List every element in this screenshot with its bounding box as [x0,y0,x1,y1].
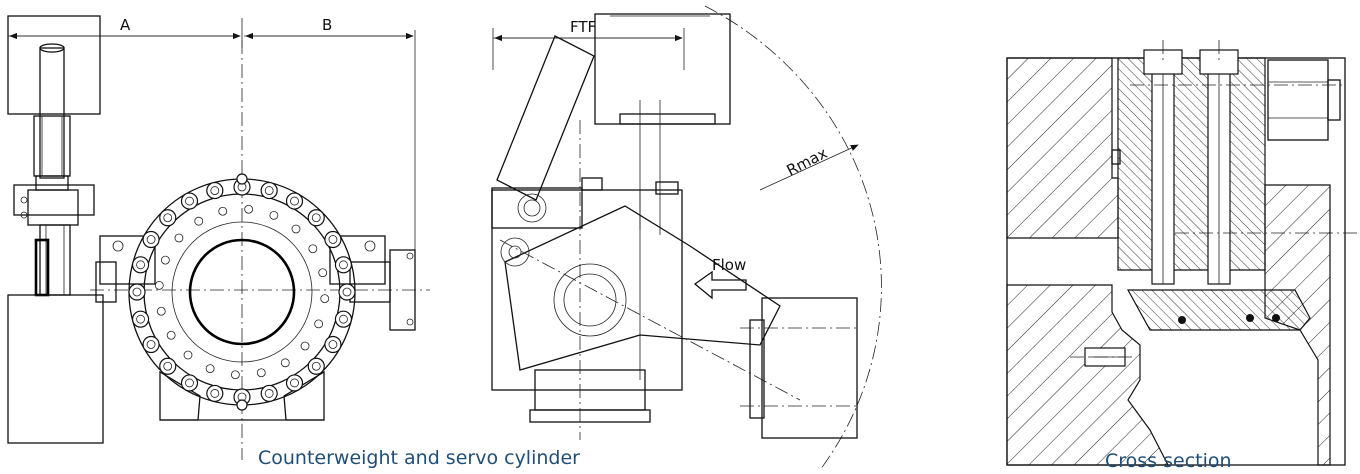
flange-bolt [206,384,224,403]
caption-counterweight: Counterweight and servo cylinder [258,447,580,469]
flange-bolt [260,181,278,200]
flange-bolt [260,384,278,403]
flow-label: Flow [712,256,746,274]
inner-bolt-hole [166,330,176,340]
flange-bolt [206,181,224,200]
inner-bolt-hole [230,370,240,380]
flange-bolt [307,209,325,227]
inner-bolt-hole [183,350,193,360]
inner-bolt-hole [314,319,324,329]
inner-bolt-hole [291,224,301,234]
flange-bolt [338,283,356,301]
flange-bolt [131,310,150,328]
dimension-a-b: A B [7,16,416,250]
inner-bolt-hole [205,364,215,374]
flange-bolt [128,283,146,301]
flange-bolt [131,256,150,274]
inner-bolt-hole [156,306,166,316]
dim-a-label: A [120,16,131,34]
front-view: A B [7,15,430,460]
dim-ftf-label: FTF [570,18,596,36]
flange-bolt [324,230,342,249]
inner-bolt-hole [300,341,310,351]
flange-bolt [142,230,160,249]
dimension-ftf: FTF [492,15,710,70]
dim-b-label: B [322,16,332,34]
flange-bolt [159,209,177,227]
inner-bolt-hole [280,358,290,368]
flange-bolt [324,335,342,354]
inner-bolt-hole [174,233,184,243]
inner-bolt-hole [244,204,254,214]
flange-bolt [159,357,177,375]
flange-bolt [334,256,353,274]
flange-bolt [285,192,304,210]
flange-bolt [180,374,199,392]
flange-bolt [180,192,199,210]
flange-bolt [142,335,160,354]
flange-bolt [285,374,304,392]
inner-bolt-hole [154,280,164,290]
cross-section-view [1006,40,1358,466]
inner-bolt-hole [160,255,170,265]
flange-bolt [307,357,325,375]
inner-bolt-hole [256,368,266,378]
inner-bolt-hole [269,210,279,220]
inner-bolt-hole [194,216,204,226]
inner-bolt-hole [308,244,318,254]
inner-bolt-hole [218,206,228,216]
side-view: FTF Rmax Flow [491,5,882,471]
inner-bolt-hole [318,268,328,278]
flange-bolt [334,310,353,328]
dim-rmax-label: Rmax [784,144,831,180]
caption-cross-section: Cross section [1105,450,1232,472]
inner-bolt-hole [320,294,330,304]
